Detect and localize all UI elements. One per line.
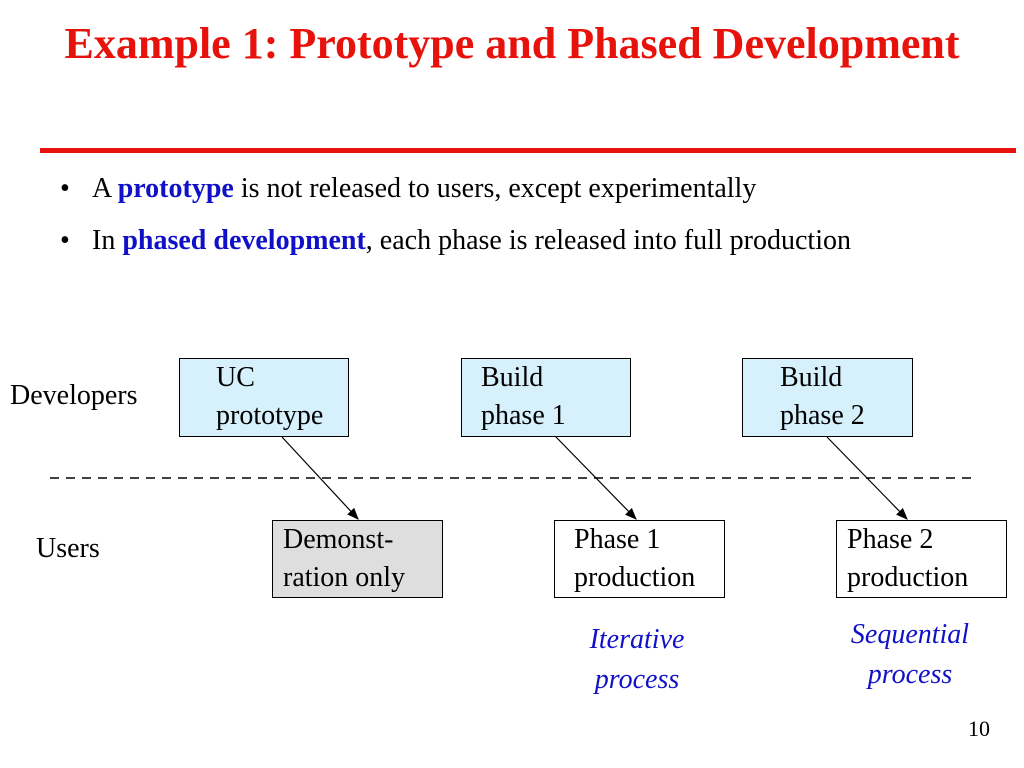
keyword-phased-development: phased development bbox=[122, 225, 366, 256]
demonstration-only-box: Demonst- ration only bbox=[272, 520, 443, 598]
note-line: Iterative bbox=[589, 624, 685, 655]
bullet-text-before: A bbox=[92, 173, 118, 204]
box-line: production bbox=[847, 562, 969, 593]
bullet-list: • A prototype is not released to users, e… bbox=[60, 170, 960, 274]
bullet-text-after: is not released to users, except experim… bbox=[233, 173, 757, 204]
sequential-process-note: Sequential process bbox=[820, 615, 1000, 695]
title-underline bbox=[40, 148, 1016, 153]
box-line: Build bbox=[481, 362, 544, 393]
box-line: prototype bbox=[216, 400, 324, 431]
note-line: process bbox=[867, 659, 953, 690]
build-phase-1-box: Build phase 1 bbox=[461, 358, 631, 437]
note-line: Sequential bbox=[850, 619, 970, 650]
box-line: Build bbox=[780, 362, 843, 393]
phase-2-production-box: Phase 2 production bbox=[836, 520, 1007, 598]
users-label: Users bbox=[36, 533, 100, 564]
arrow-phase2-to-production2 bbox=[826, 436, 908, 520]
box-line: production bbox=[574, 562, 696, 593]
box-line: Demonst- bbox=[283, 524, 394, 555]
uc-prototype-box: UC prototype bbox=[179, 358, 349, 437]
note-line: process bbox=[594, 664, 680, 695]
arrow-phase1-to-production1 bbox=[555, 436, 637, 520]
slide-title: Example 1: Prototype and Phased Developm… bbox=[64, 19, 960, 68]
build-phase-2-box: Build phase 2 bbox=[742, 358, 913, 437]
box-line: phase 2 bbox=[780, 400, 865, 431]
bullet-marker: • bbox=[60, 173, 70, 204]
bullet-item-phased-development: • In phased development, each phase is re… bbox=[60, 222, 960, 260]
bullet-marker: • bbox=[60, 225, 70, 256]
box-line: UC bbox=[216, 362, 255, 393]
box-line: Phase 2 bbox=[847, 524, 934, 555]
page-number: 10 bbox=[968, 716, 990, 741]
arrow-prototype-to-demo bbox=[281, 436, 359, 520]
iterative-process-note: Iterative process bbox=[562, 620, 712, 700]
box-line: Phase 1 bbox=[574, 524, 661, 555]
bullet-item-prototype: • A prototype is not released to users, e… bbox=[60, 170, 960, 208]
developers-label: Developers bbox=[10, 380, 138, 411]
box-line: phase 1 bbox=[481, 400, 566, 431]
bullet-text-after: , each phase is released into full produ… bbox=[365, 225, 851, 256]
phase-1-production-box: Phase 1 production bbox=[554, 520, 725, 598]
keyword-prototype: prototype bbox=[117, 173, 234, 204]
bullet-text-before: In bbox=[92, 225, 123, 256]
box-line: ration only bbox=[283, 562, 406, 593]
